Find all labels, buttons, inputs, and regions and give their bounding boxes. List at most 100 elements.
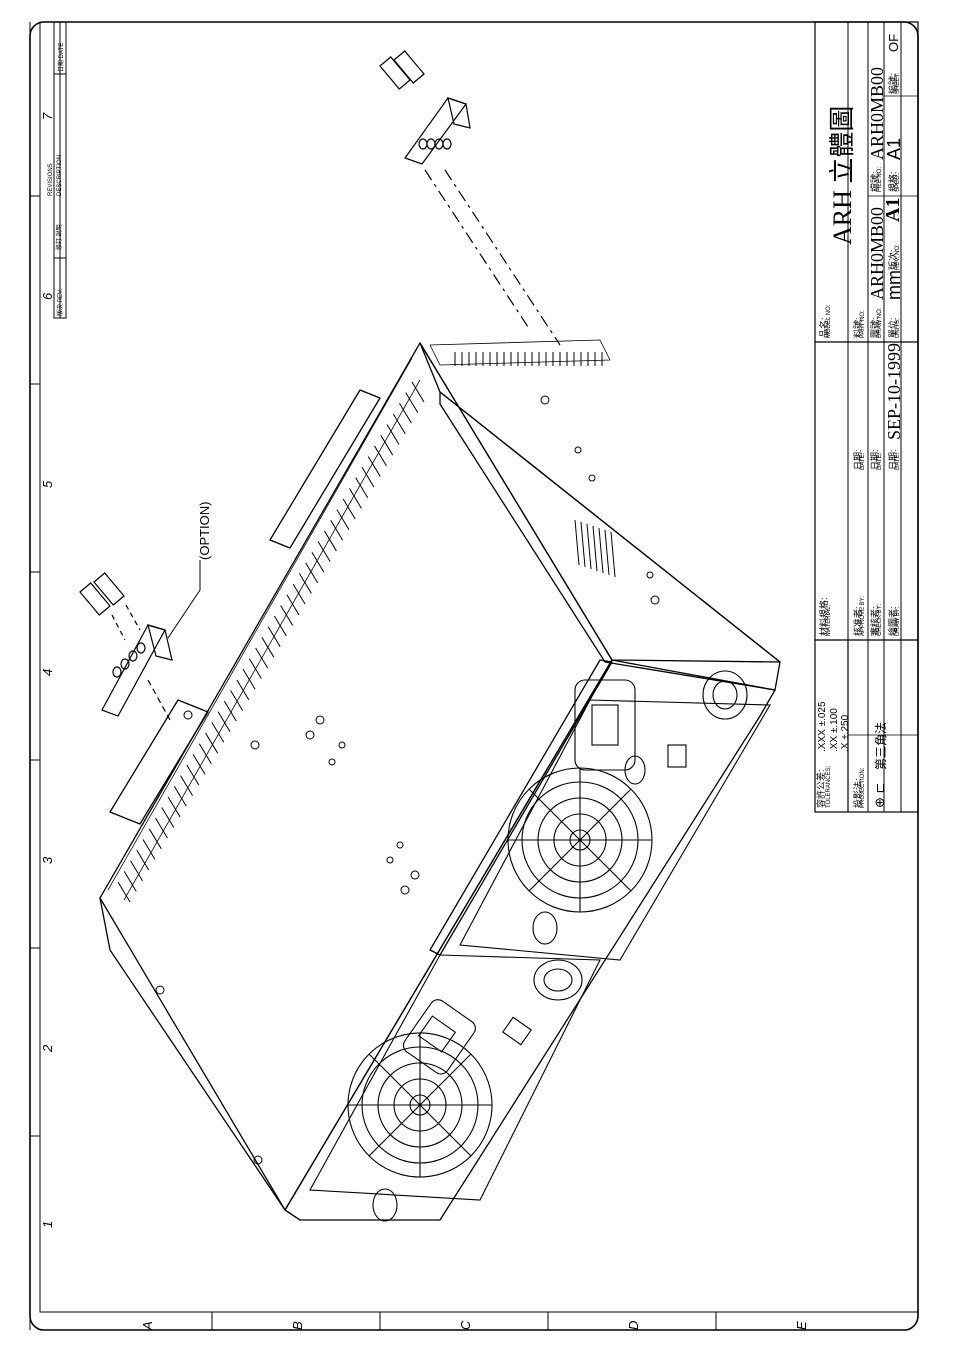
zone-col-4: 4 [40, 668, 55, 676]
screw-4 [393, 50, 425, 84]
vent-slot [592, 525, 598, 572]
vent-slot [223, 700, 237, 722]
file-no-label: FILE NO: [877, 166, 883, 192]
zone-row-d: D [626, 1320, 641, 1330]
option-leader-line [167, 560, 201, 639]
sheet-value: OF [886, 33, 901, 52]
units-label: UNITS: [895, 318, 901, 338]
vent-slot [242, 668, 256, 690]
tolerance-xx: .XX ±.100 [829, 708, 840, 752]
vent-slot [298, 573, 312, 594]
rev-label: 版次 REV. [58, 288, 64, 316]
vent-slot [380, 434, 394, 456]
end-vent-slots [454, 352, 603, 366]
vent-slot [205, 732, 219, 754]
inner-border [39, 21, 919, 1313]
vent-slot [130, 860, 143, 881]
check-label: CHECK BY: [877, 603, 883, 636]
revisions-header: REVISIONS [48, 163, 54, 196]
vent-slot [580, 521, 586, 568]
vent-slot [217, 711, 231, 733]
vent-slot [148, 828, 162, 850]
fan-guard-1 [347, 1032, 493, 1178]
date-label-1: DATE: [860, 452, 866, 470]
vent-slot [349, 488, 362, 509]
title-block [814, 21, 919, 813]
vent-slot [192, 754, 206, 775]
revisions-block [53, 21, 67, 319]
model-label: MODEL NO: [826, 304, 832, 338]
screw-2 [93, 572, 125, 606]
outer-border [29, 21, 919, 1331]
fan-module-2 [459, 670, 771, 961]
zone-col-1: 1 [40, 1220, 55, 1228]
zone-col-3: 3 [40, 856, 55, 864]
vent-slot [411, 381, 425, 403]
draw-no-label: DRAW NO: [877, 307, 883, 338]
option-label: (OPTION) [197, 501, 212, 561]
vent-slot [230, 690, 244, 711]
psu-isometric-drawing [99, 339, 781, 1221]
vent-slot [255, 647, 269, 669]
zone-row-b: B [290, 1321, 305, 1330]
vent-slot [186, 764, 200, 786]
vent-slot [117, 881, 131, 903]
right-bracket [379, 50, 561, 346]
ac-inlet-2 [574, 679, 636, 771]
vent-slot [355, 477, 369, 499]
vent-slot [598, 527, 604, 574]
rev-desc-cn: 修訂 說明 [57, 224, 63, 250]
fan-module-1 [309, 954, 601, 1222]
part-label: PART NO: [860, 310, 866, 338]
zone-col-6: 6 [40, 292, 55, 300]
vent-slot [361, 466, 375, 488]
side-vent-slots [574, 519, 616, 578]
vent-slot [317, 541, 331, 562]
model-value: ARH 立體圖 [828, 105, 857, 245]
units-value: mm [884, 270, 904, 300]
rev-no-value: A1 [882, 197, 904, 222]
zone-col-7: 7 [40, 112, 55, 120]
vent-slot [367, 456, 381, 477]
vent-slot [180, 775, 193, 796]
vent-slot [155, 817, 168, 839]
tolerances-label-cn: 容許公差: [816, 769, 826, 808]
vent-slot [286, 594, 300, 616]
column-zone-ticks [30, 195, 40, 1137]
date-label-2: DATE: [877, 452, 883, 470]
vent-slot [198, 743, 212, 764]
fuse-holder-2 [702, 670, 748, 720]
zone-row-c: C [458, 1320, 473, 1330]
tolerance-xxx: .XXX ±.025 [817, 701, 828, 752]
vent-slot [280, 605, 294, 626]
date-label-3: DATE: [895, 452, 901, 470]
vent-slot [604, 529, 610, 576]
handle-2 [532, 911, 558, 945]
fuse-holder-1 [533, 959, 583, 1001]
vent-slot [386, 424, 400, 445]
vent-slot [173, 785, 187, 807]
vent-slot [399, 403, 412, 424]
vent-slot [211, 722, 225, 743]
vent-slot [374, 445, 387, 467]
projection-symbol-icon: ⊕ ⊏ [872, 782, 887, 808]
sheet-label: SHEET: [895, 72, 901, 94]
material-label: MATERIAL: [826, 604, 832, 636]
approve-label: APPROVE BY: [860, 595, 866, 636]
zone-row-a: A [140, 1321, 155, 1330]
vent-slot [330, 520, 344, 541]
vent-slot [586, 523, 592, 570]
vent-slot [236, 679, 250, 701]
zone-col-2: 2 [40, 1044, 55, 1052]
vent-slot [123, 871, 137, 892]
rev-description: DESCRIPTION [57, 154, 63, 196]
vent-slot [273, 615, 287, 637]
top-vent-slots [117, 381, 425, 903]
vent-slot [311, 551, 325, 573]
option-bracket [79, 572, 173, 721]
vent-slot [610, 531, 616, 578]
zone-col-5: 5 [40, 480, 55, 488]
vent-slot [161, 807, 175, 828]
